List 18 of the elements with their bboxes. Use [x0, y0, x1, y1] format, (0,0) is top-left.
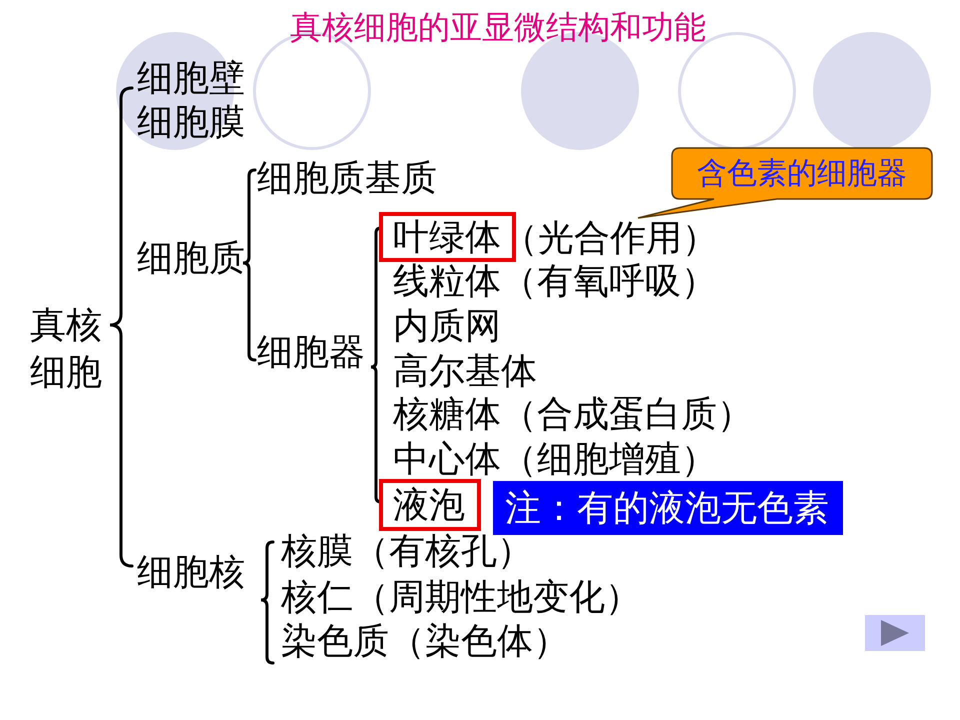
highlight-box: 液泡 — [379, 479, 481, 531]
term-label: 核糖体（合成蛋白质） — [393, 394, 753, 434]
term-label: 细胞器 — [257, 332, 365, 372]
term-label: 核仁（周期性地变化） — [281, 577, 641, 617]
term-label: 细胞质基质 — [257, 158, 437, 198]
term-label: 染色质（染色体） — [281, 621, 569, 661]
term-label: 内质网 — [393, 306, 501, 346]
term-label: 细胞核 — [137, 552, 245, 592]
highlight-box: 叶绿体 — [379, 212, 516, 262]
term-label: 细胞质 — [137, 238, 245, 278]
term-label: 线粒体（有氧呼吸） — [393, 261, 717, 301]
term-label: 细胞膜 — [137, 102, 245, 142]
note-box: 注：有的液泡无色素 — [493, 481, 843, 535]
term-label: 高尔基体 — [393, 351, 537, 391]
term-label: 真核细胞 — [30, 304, 103, 394]
term-label: 细胞壁 — [137, 58, 245, 98]
title: 真核细胞的亚显微结构和功能 — [290, 8, 706, 47]
term-label: 中心体（细胞增殖） — [393, 439, 717, 479]
